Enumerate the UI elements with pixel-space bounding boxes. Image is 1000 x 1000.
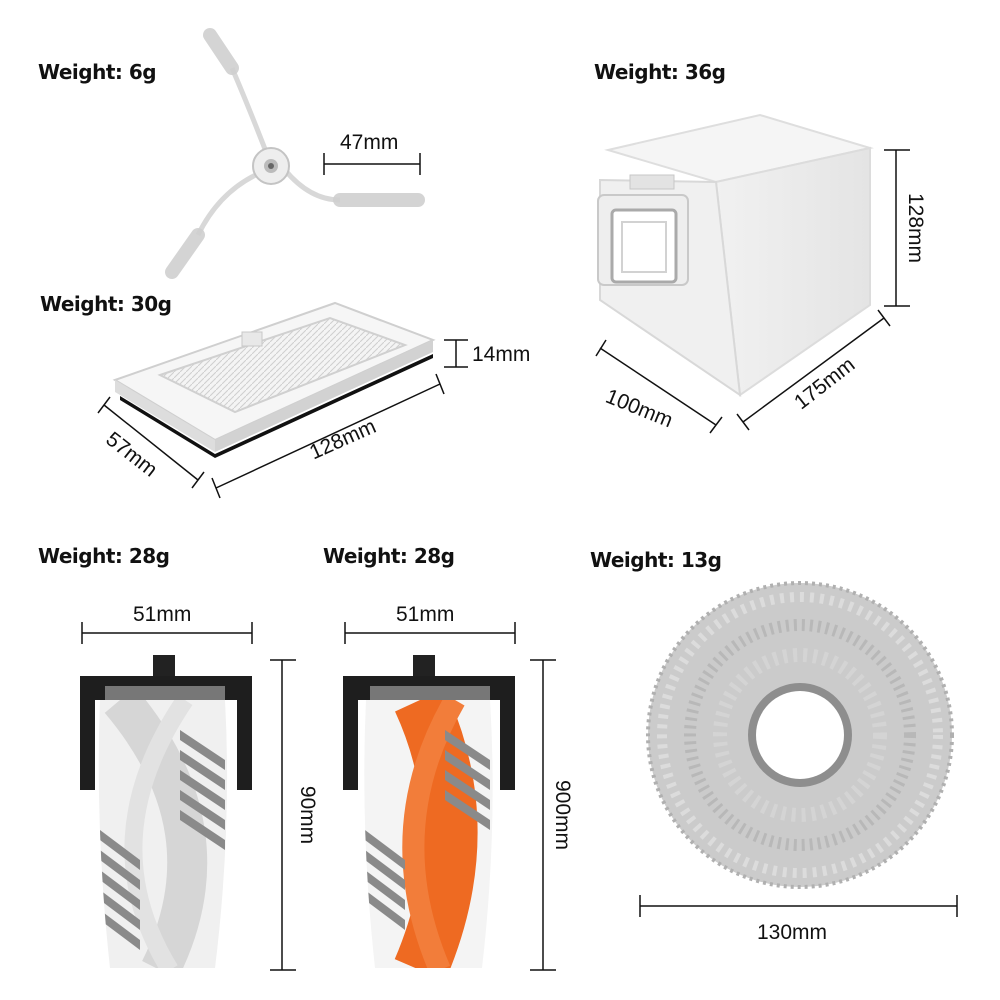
main-brush-orange-weight: Weight: 28g: [323, 544, 455, 568]
filter-weight: Weight: 30g: [40, 292, 172, 316]
dust-bag-height: 128mm: [904, 192, 928, 264]
mop-pad-weight: Weight: 13g: [590, 548, 722, 572]
main-brush-gray-image: [80, 655, 252, 968]
main-brush-orange-image: [343, 655, 515, 968]
dimension-lines: [81, 149, 958, 971]
side-brush-weight: Weight: 6g: [38, 60, 157, 84]
main-brush-orange-height: 900mm: [551, 779, 575, 851]
main-brush-gray-weight: Weight: 28g: [38, 544, 170, 568]
mop-pad-diameter: 130mm: [757, 921, 828, 944]
filter-height: 14mm: [472, 343, 531, 366]
dust-bag-image: [597, 113, 874, 398]
main-brush-gray-height: 90mm: [296, 785, 320, 845]
mop-pad-image: [646, 581, 954, 889]
dust-bag-weight: Weight: 36g: [594, 60, 726, 84]
side-brush-width: 47mm: [340, 131, 399, 154]
main-brush-orange-width: 51mm: [396, 603, 455, 626]
filter-image: [112, 301, 436, 458]
main-brush-gray-width: 51mm: [133, 603, 192, 626]
side-brush-image: [165, 28, 425, 279]
